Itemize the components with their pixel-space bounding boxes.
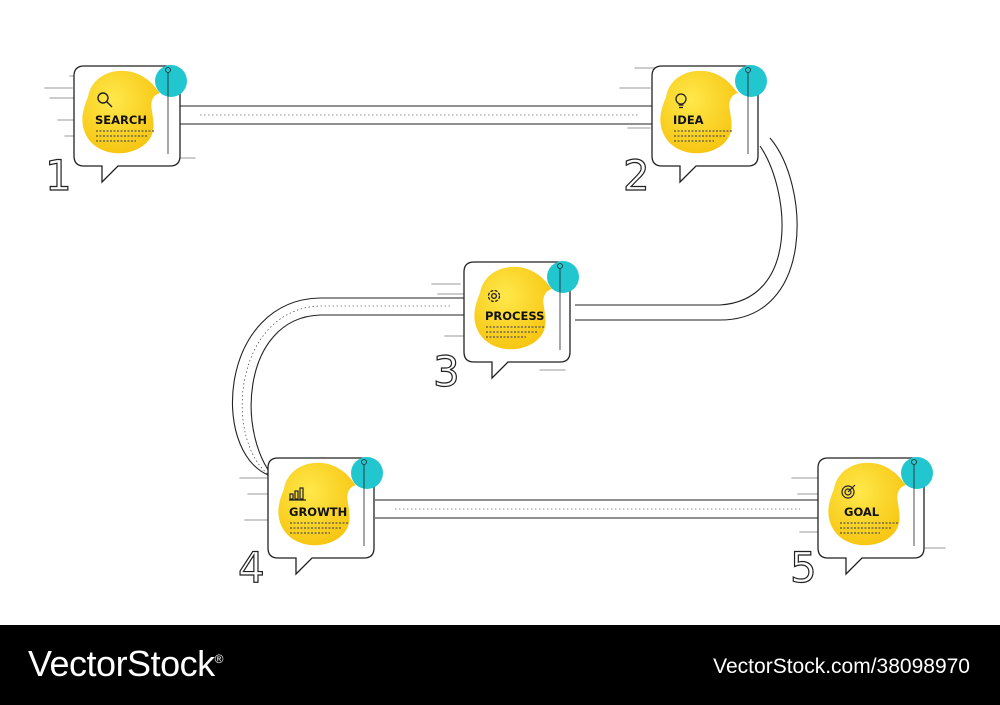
watermark-footer: VectorStock® VectorStock.com/38098970	[0, 625, 1000, 705]
step-number: 4	[238, 543, 265, 592]
step-number: 2	[623, 151, 650, 200]
step-2-card: IDEA	[651, 65, 767, 183]
stock-id: VectorStock.com/38098970	[713, 655, 970, 678]
step-number: 3	[433, 347, 460, 396]
step-4-card: GROWTH	[267, 457, 383, 575]
connector-track	[180, 105, 820, 519]
step-title: IDEA	[673, 113, 704, 127]
step-number: 1	[45, 151, 72, 200]
step-title: SEARCH	[95, 113, 147, 127]
target-icon	[841, 484, 856, 499]
registered-mark: ®	[214, 652, 224, 666]
step-1-card: SEARCH	[73, 65, 187, 183]
step-title: GROWTH	[289, 505, 347, 519]
lightbulb-icon	[675, 93, 687, 109]
timeline-diagram: SEARCH 1 IDEA 2 PROCESS 3	[44, 65, 946, 593]
step-title: PROCESS	[485, 309, 544, 323]
step-3-card: PROCESS	[463, 261, 579, 379]
bar-chart-icon	[289, 487, 306, 501]
search-icon	[97, 92, 113, 108]
brand-logo: VectorStock®	[28, 643, 223, 685]
gear-icon	[487, 289, 501, 303]
brand-name: VectorStock	[28, 643, 215, 684]
step-number: 5	[790, 543, 817, 592]
infographic-canvas: SEARCH 1 IDEA 2 PROCESS 3	[44, 65, 946, 593]
step-title: GOAL	[844, 505, 880, 519]
step-5-card: GOAL	[817, 457, 933, 575]
